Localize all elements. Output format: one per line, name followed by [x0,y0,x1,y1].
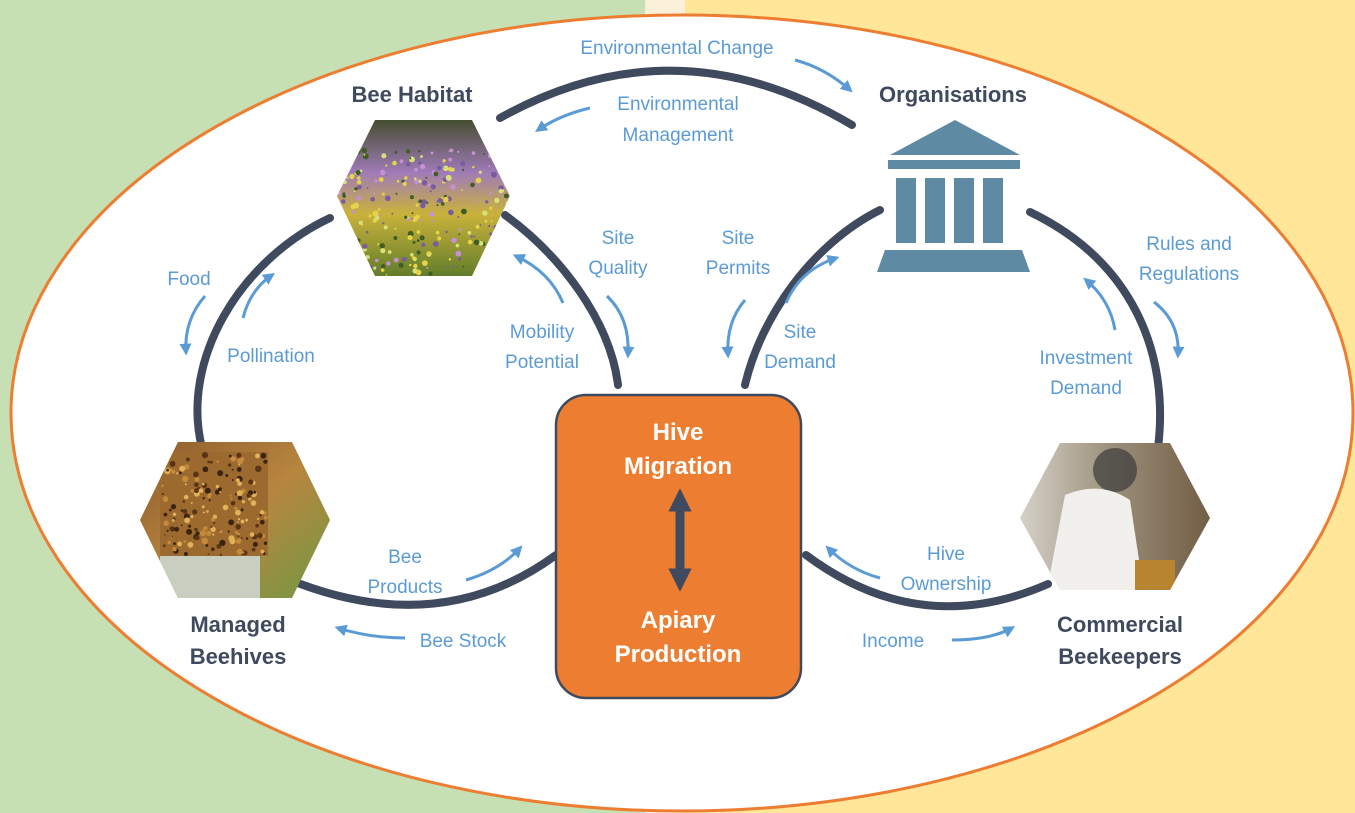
bee-habitat-label: Bee Habitat [351,82,473,107]
investment-label: Investment [1040,348,1134,369]
site-demand-arrow [784,254,840,304]
pollination-label: Pollination [227,346,315,367]
top-ring-arc [496,66,856,129]
food-label: Food [167,269,210,290]
habitat-center-arc [501,211,622,389]
potential-label: Potential [505,352,579,373]
organisations-label: Organisations [879,82,1027,107]
investment-demand-label: Demand [1050,378,1122,399]
bee-products-arrow [465,545,523,582]
regulations-label: Regulations [1139,264,1239,285]
managed-label: Managed [190,612,285,637]
bee-label: Bee [388,547,422,568]
site-quality-arrow [605,294,635,359]
income-arrow [951,626,1016,642]
income-label: Income [862,631,924,652]
environmental-change-label: Environmental Change [580,38,773,59]
investment-demand-arrow [1083,277,1117,331]
migration-label: Migration [624,453,732,480]
apiary-label: Apiary [641,607,716,634]
site-demand-demand-label: Demand [764,352,836,373]
mobility-label: Mobility [510,322,575,343]
beehive-photo [140,442,330,598]
site-quality-site-label: Site [602,228,635,249]
site-quality-quality-label: Quality [588,258,648,279]
production-label: Production [615,641,742,668]
ownership-label: Ownership [901,574,992,595]
bottom-left-ring-arc [286,551,560,609]
hive-label: Hive [653,419,704,446]
site-permits-arrow [721,299,747,359]
hive-ownership-arrow [825,545,881,580]
beekeeper-photo [1020,443,1210,590]
government-building-icon [877,120,1030,272]
food-arrow [179,295,207,356]
rules-arrow [1153,300,1185,359]
left-ring-arc [193,214,334,452]
bee-stock-label: Bee Stock [420,631,507,652]
right-ring-arc [1026,208,1165,452]
hive-ownership-hive-label: Hive [927,544,965,565]
org-center-arc [741,206,884,389]
products-label: Products [368,577,443,598]
permits-label: Permits [706,258,770,279]
environmental-label: Environmental [617,94,738,115]
beehives-label: Beehives [190,644,287,669]
pollination-arrow [241,272,275,319]
beekeepers-label: Beekeepers [1058,644,1182,669]
bottom-right-ring-arc [802,551,1052,611]
environmental-change-arrow [794,58,853,93]
rules-label: Rules and [1146,234,1232,255]
site-demand-site-label: Site [784,322,817,343]
management-label: Management [623,125,735,146]
environmental-management-arrow [535,106,591,133]
site-permits-site-label: Site [722,228,755,249]
bee-stock-arrow [334,624,406,640]
mobility-arrow [512,254,565,304]
commercial-label: Commercial [1057,612,1183,637]
